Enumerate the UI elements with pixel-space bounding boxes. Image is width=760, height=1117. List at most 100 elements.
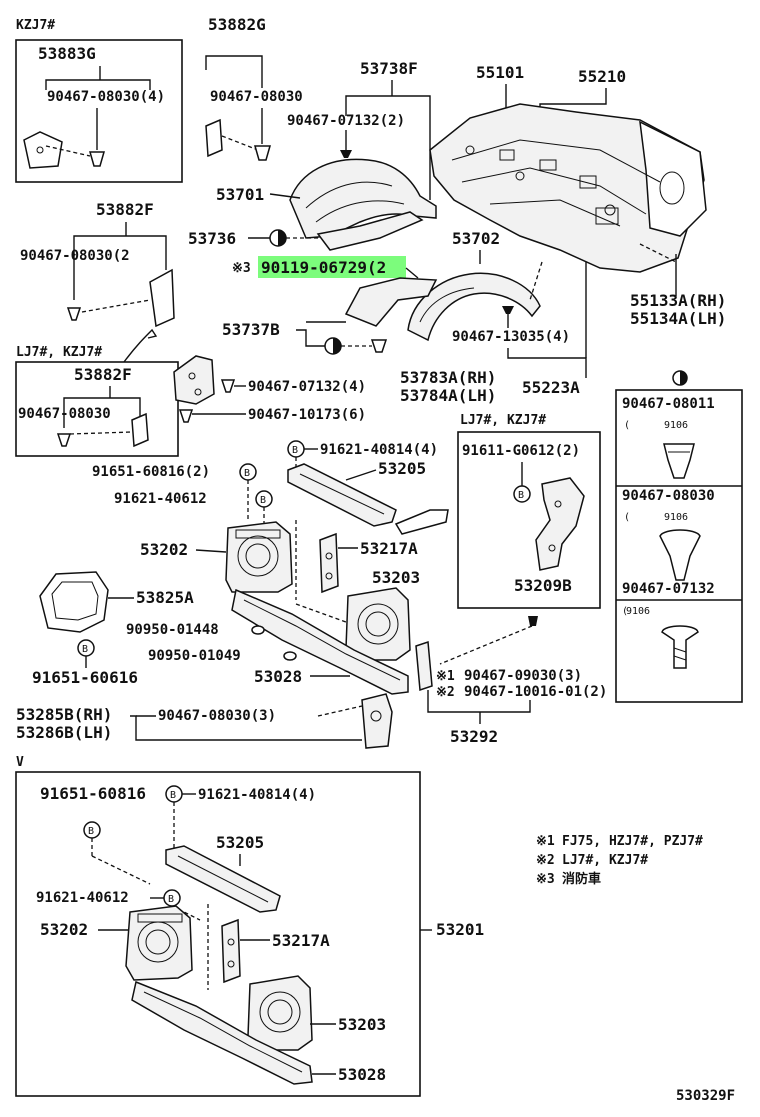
part-label-53701: 53701 [216, 185, 264, 204]
clip-icon-legend-1 [663, 443, 695, 479]
part-label-53217A-a: 53217A [360, 539, 418, 558]
svg-text:(: ( [622, 606, 628, 617]
part-label-91621-40814-4b: 91621-40814(4) [198, 787, 316, 803]
fender-apron-53701 [289, 158, 437, 239]
part-label-55133A: 55133A(RH) [630, 291, 726, 310]
condition-label-lj7-kzj7-b: LJ7#, KZJ7# [460, 413, 546, 428]
part-label-90467-07132-2: 90467-07132(2) [287, 113, 405, 129]
bracket-part-53737B [344, 277, 438, 327]
marker-b-7: B [83, 821, 101, 839]
part-label-91621-40814-4a: 91621-40814(4) [320, 442, 438, 458]
part-label-90950-01448: 90950-01448 [126, 622, 219, 638]
clip-legend: 90467-08011 ( 9106 90467-08030 ( 9106 90… [615, 370, 743, 703]
part-label-53825A: 53825A [136, 588, 194, 607]
part-label-90467-13035: 90467-13035(4) [452, 329, 570, 345]
headlamp-housing-53202-b [125, 905, 193, 981]
bracket-part-53736 [316, 211, 424, 251]
part-label-90467-08030-3: 90467-08030(3) [158, 708, 276, 724]
svg-text:B: B [244, 468, 250, 479]
lj7-kzj7-group-box [15, 361, 179, 457]
bracket-53209B [535, 477, 585, 571]
part-label-90467-09030: 90467-09030(3) [464, 668, 582, 684]
part-label-53201: 53201 [436, 920, 484, 939]
headlamp-housing-53203-a [345, 587, 411, 661]
part-label-53738F: 53738F [360, 59, 418, 78]
lj7-kzj7-53209B-box [457, 431, 601, 609]
bracket-part-53882F-a [149, 268, 175, 328]
marker-b-1: B [287, 440, 305, 458]
part-label-53882G: 53882G [208, 15, 266, 34]
part-label-53882F-b: 53882F [74, 365, 132, 384]
part-label-53217A-b: 53217A [272, 931, 330, 950]
part-label-91651-60816-b: 91651-60816 [40, 784, 146, 803]
part-label-53883G: 53883G [38, 44, 96, 63]
clip-icon-a [89, 151, 105, 167]
marker-b-3: B [255, 490, 273, 508]
svg-text:B: B [82, 644, 88, 655]
part-label-90467-08030-4a: 90467-08030(4) [47, 89, 165, 105]
part-label-90467-10016: 90467-10016-01(2) [464, 684, 607, 700]
clip-icon-legend-3 [661, 625, 699, 669]
part-label-90467-08030-b: 90467-08030 [210, 89, 303, 105]
note-text-1: FJ75, HZJ7#, PZJ7# [562, 834, 703, 849]
wheel-apron-53702 [407, 272, 541, 342]
part-label-53736: 53736 [188, 229, 236, 248]
part-label-90119-06729-highlighted: 90119-06729(2 [261, 258, 386, 277]
kzj7-group-box [15, 39, 183, 183]
part-label-53882F-a: 53882F [96, 200, 154, 219]
ref-mark-3: ※3 [232, 261, 251, 276]
note-mark-3: ※3 [536, 872, 555, 887]
bracket-53292 [415, 640, 433, 692]
part-label-53028-a: 53028 [254, 667, 302, 686]
part-label-53783A: 53783A(RH) [400, 368, 496, 387]
clip-icon-legend-2 [659, 529, 701, 581]
part-label-90950-01049: 90950-01049 [148, 648, 241, 664]
svg-text:(: ( [624, 420, 630, 431]
svg-text:B: B [168, 894, 174, 905]
part-label-55101: 55101 [476, 63, 524, 82]
note-text-3: 消防車 [562, 871, 601, 887]
part-label-90467-10173: 90467-10173(6) [248, 407, 366, 423]
part-label-53209B: 53209B [514, 576, 572, 595]
svg-text:(: ( [624, 512, 630, 523]
legend-spec-3: 9106 [626, 606, 650, 617]
part-label-53292: 53292 [450, 727, 498, 746]
clip-icon-b [254, 145, 271, 161]
part-label-91651-60816-2: 91651-60816(2) [92, 464, 210, 480]
bracket-part-53882G [205, 118, 223, 158]
headlamp-housing-53203-b [247, 975, 313, 1051]
marker-b-8: B [163, 889, 181, 907]
part-label-90467-08030-c: 90467-08030 [18, 406, 111, 422]
svg-text:B: B [292, 445, 298, 456]
marker-b-5: B [513, 485, 531, 503]
svg-text:B: B [88, 826, 94, 837]
part-label-55134A: 55134A(LH) [630, 309, 726, 328]
part-label-91621-40612-a: 91621-40612 [114, 491, 207, 507]
condition-label-kzj7: KZJ7# [16, 18, 55, 33]
shroud-53825A [39, 571, 109, 633]
ref-mark-1: ※1 [436, 669, 455, 684]
note-mark-1: ※1 [536, 834, 555, 849]
bracket-53217A-b [221, 918, 241, 984]
headlamp-housing-53202-a [225, 521, 293, 593]
svg-text:B: B [260, 495, 266, 506]
note-text-2: LJ7#, KZJ7# [562, 853, 648, 868]
part-label-53028-b: 53028 [338, 1065, 386, 1084]
ref-mark-2: ※2 [436, 685, 455, 700]
legend-part-3: 90467-07132 [622, 581, 715, 597]
part-label-53202-a: 53202 [140, 540, 188, 559]
part-label-53203-b: 53203 [338, 1015, 386, 1034]
marker-b-4: B [77, 639, 95, 657]
legend-spec-1: 9106 [664, 420, 688, 431]
marker-b-6: B [165, 785, 183, 803]
part-label-53784A: 53784A(LH) [400, 386, 496, 405]
part-label-91611-G0612: 91611-G0612(2) [462, 443, 580, 459]
part-label-90467-07132-4: 90467-07132(4) [248, 379, 366, 395]
marker-b-2: B [239, 463, 257, 481]
note-mark-2: ※2 [536, 853, 555, 868]
diagram-code: 530329F [676, 1088, 735, 1104]
highlight-box [258, 256, 406, 278]
part-label-91621-40612-b: 91621-40612 [36, 890, 129, 906]
part-label-53737B: 53737B [222, 320, 280, 339]
clip-icon-c [340, 150, 352, 158]
